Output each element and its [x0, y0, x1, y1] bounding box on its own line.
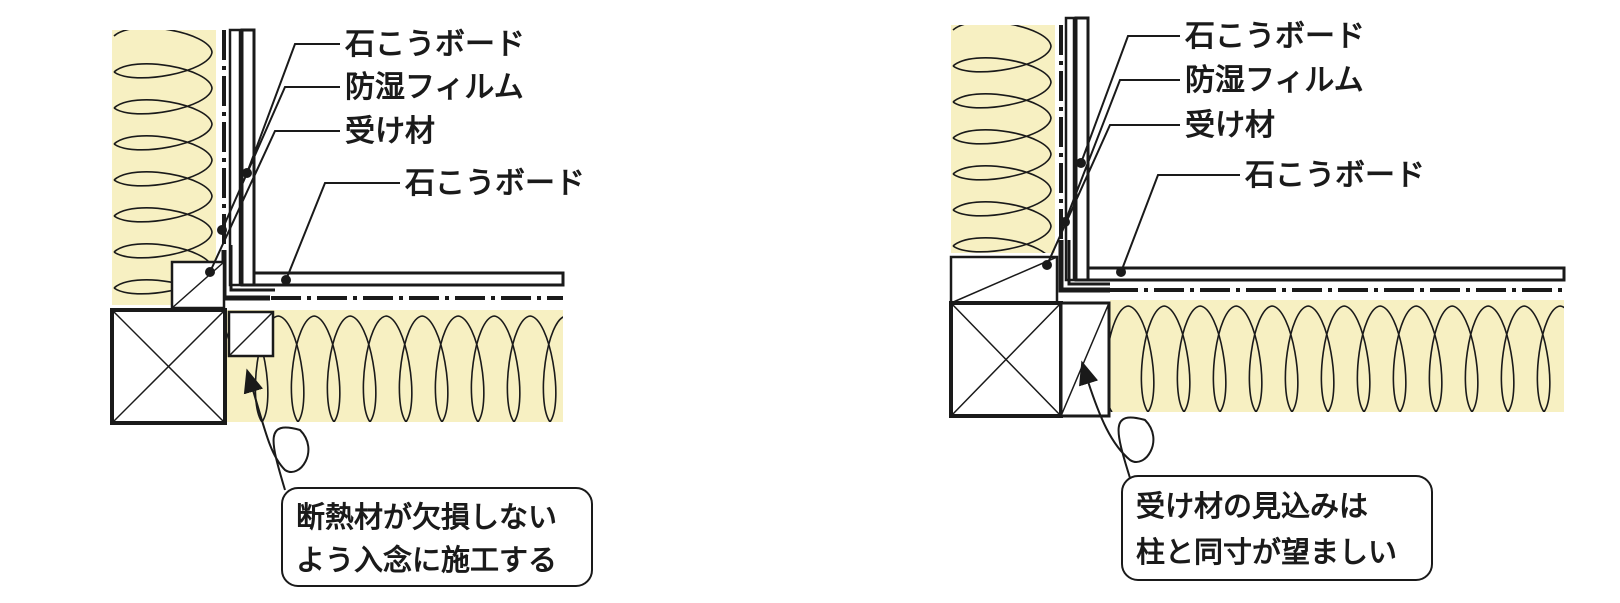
insulation-loop [952, 93, 1052, 145]
left-backing-block [170, 260, 226, 310]
right-column [949, 301, 1063, 418]
left-detail: 石こうボード 防湿フィルム 受け材 石こうボード 断熱材が欠損しない よう入念に… [110, 27, 593, 587]
insulation-loop [1356, 305, 1407, 412]
right-note-line-2: 柱と同寸が望ましい [1136, 535, 1397, 569]
insulation-loop [542, 316, 563, 422]
left-furring-vertical [228, 28, 242, 287]
left-note-arrow [243, 368, 310, 491]
insulation-loop [1140, 305, 1191, 412]
right-backing-block [949, 255, 1059, 305]
left-label-vapor-film: 防湿フィルム [345, 70, 524, 105]
right-horizontal-insulation [1110, 300, 1564, 412]
insulation-loop [113, 99, 213, 151]
right-gypsum-board-horizontal [1086, 266, 1566, 282]
left-receiving-member [227, 310, 275, 358]
insulation-loop [1320, 305, 1371, 412]
insulation-loop [1110, 305, 1155, 412]
right-receiving-member [1059, 301, 1111, 418]
insulation-loop [1392, 305, 1443, 412]
right-label-vapor-film: 防湿フィルム [1185, 63, 1364, 98]
right-vertical-insulation [951, 25, 1055, 253]
insulation-loop [290, 315, 341, 422]
insulation-loop [113, 30, 213, 79]
insulation-loop [113, 135, 213, 187]
right-label-gypsum-board: 石こうボード [1184, 19, 1365, 54]
left-note-line-2: よう入念に施工する [296, 543, 557, 577]
insulation-loop [506, 315, 557, 422]
left-label-gypsum-board-2: 石こうボード [404, 166, 585, 201]
insulation-loop [952, 129, 1052, 181]
right-detail: 石こうボード 防湿フィルム 受け材 石こうボード 受け材の見込みは 柱と同寸が望… [949, 16, 1566, 581]
right-label-gypsum-board-2: 石こうボード [1244, 158, 1425, 193]
left-horizontal-insulation [223, 310, 563, 422]
insulation-loop [1248, 305, 1299, 412]
left-leaders [209, 43, 400, 281]
left-gypsum-board-horizontal [252, 271, 565, 287]
insulation-loop [952, 25, 1052, 73]
left-note-line-1: 断熱材が欠損しない [296, 500, 557, 534]
insulation-loop [1284, 305, 1335, 412]
insulation-loop [362, 315, 413, 422]
insulation-loop [952, 201, 1052, 253]
insulation-loop [113, 207, 213, 259]
insulation-loop [1464, 305, 1515, 412]
insulation-loop [398, 315, 449, 422]
insulation-loop [952, 165, 1052, 217]
insulation-loop [1212, 305, 1263, 412]
insulation-loop [113, 63, 213, 115]
left-label-receiving-member: 受け材 [345, 114, 435, 149]
right-note-line-1: 受け材の見込みは [1136, 489, 1368, 523]
left-label-gypsum-board: 石こうボード [344, 27, 525, 62]
left-column [110, 308, 227, 425]
insulation-loop [952, 237, 1046, 253]
insulation-loop [1500, 305, 1551, 412]
insulation-loop [326, 315, 377, 422]
right-corner-fold [1058, 240, 1110, 293]
insulation-loop [1428, 305, 1479, 412]
right-gypsum-board-vertical [1074, 16, 1090, 282]
insulation-loop [1536, 305, 1564, 412]
right-label-receiving-member: 受け材 [1185, 108, 1275, 143]
right-note-box [1121, 475, 1433, 581]
insulation-loop [434, 315, 485, 422]
right-note-arrow [1079, 360, 1155, 479]
insulation-loop [1176, 305, 1227, 412]
insulation-loop [113, 171, 213, 223]
insulation-loop [952, 57, 1052, 109]
insulation-loop [470, 315, 521, 422]
left-note-box [281, 487, 593, 587]
